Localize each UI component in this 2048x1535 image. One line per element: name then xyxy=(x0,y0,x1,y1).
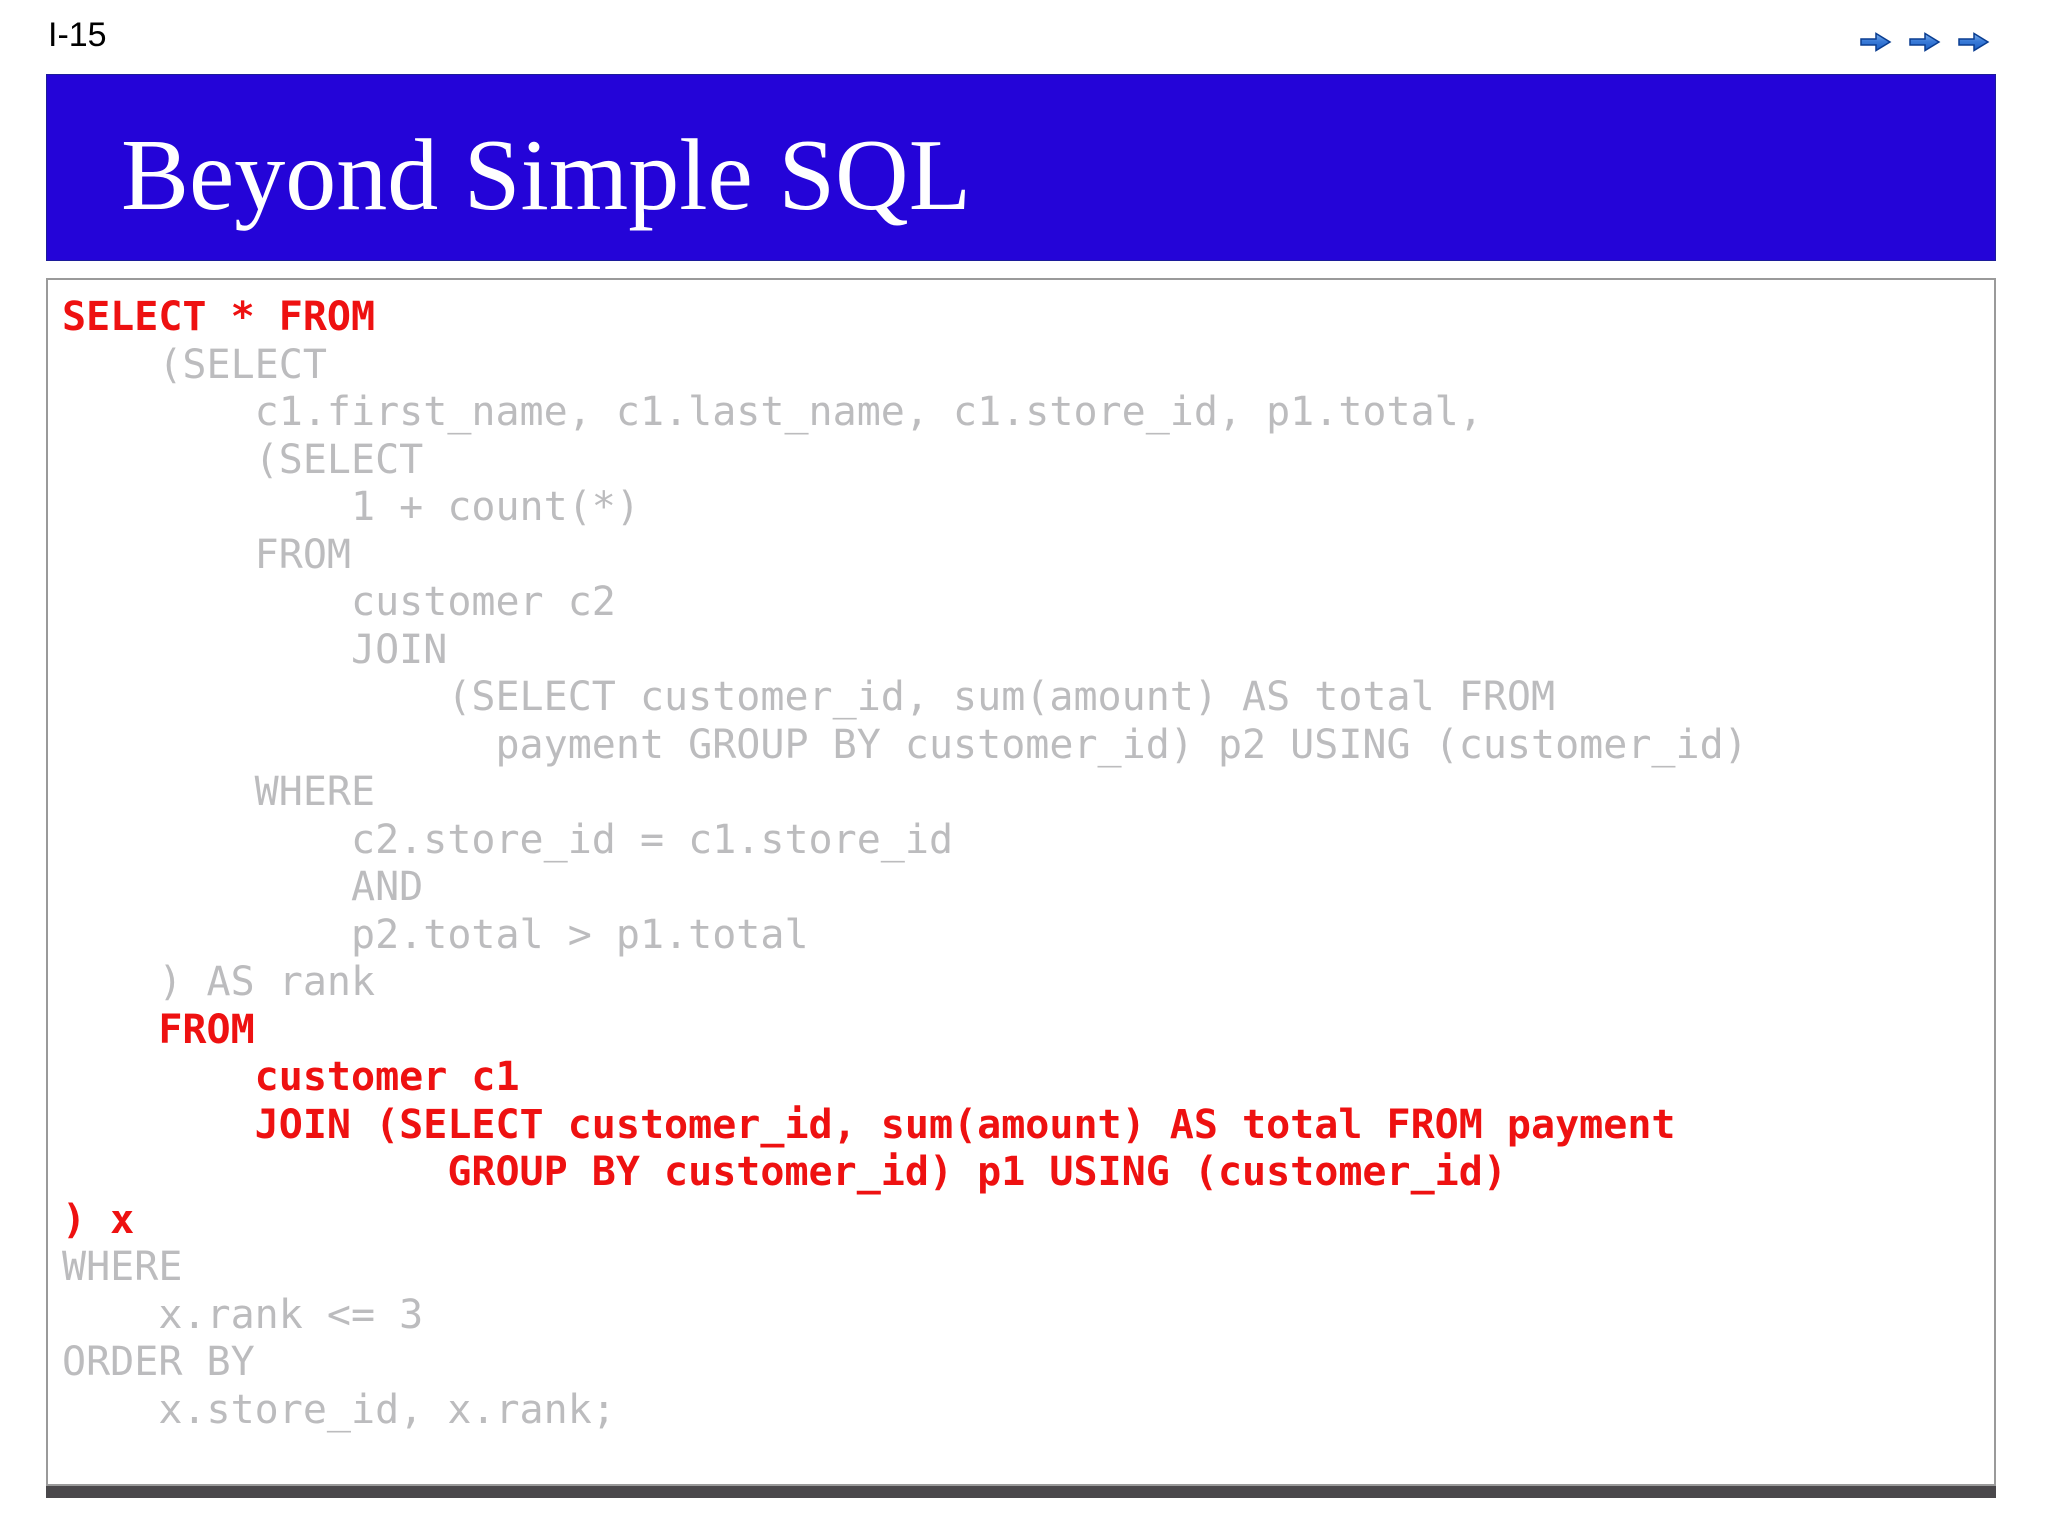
code-line: ) x xyxy=(62,1196,135,1243)
bottom-bar xyxy=(46,1486,1996,1498)
code-line: (SELECT customer_id, sum(amount) AS tota… xyxy=(62,674,1556,720)
slide-title: Beyond Simple SQL xyxy=(121,119,972,232)
code-line: WHERE xyxy=(62,1244,183,1290)
code-line: WHERE xyxy=(62,769,376,815)
code-line: x.store_id, x.rank; xyxy=(62,1386,616,1433)
code-line: AND xyxy=(62,864,424,910)
code-line: SELECT * FROM xyxy=(62,294,376,340)
code-line: JOIN (SELECT customer_id, sum(amount) AS… xyxy=(62,1101,1676,1148)
code-line: ) AS rank xyxy=(62,959,376,1005)
code-line: ORDER BY xyxy=(62,1339,255,1385)
code-line: c2.store_id = c1.store_id xyxy=(62,816,954,863)
code-line: FROM xyxy=(62,531,351,578)
code-line: 1 + count(*) xyxy=(62,484,640,530)
slide-number: I-15 xyxy=(48,16,107,54)
forward-arrow-icon[interactable] xyxy=(1958,32,1990,52)
title-banner: Beyond Simple SQL xyxy=(46,74,1996,261)
code-line: x.rank <= 3 xyxy=(62,1291,424,1338)
forward-arrow-icon[interactable] xyxy=(1860,32,1892,52)
code-line: GROUP BY customer_id) p1 USING (customer… xyxy=(62,1149,1507,1195)
code-line: (SELECT xyxy=(62,341,327,388)
code-line: customer c2 xyxy=(62,579,616,625)
nav-arrows xyxy=(1860,32,1990,52)
code-line: (SELECT xyxy=(62,436,424,483)
code-line: payment GROUP BY customer_id) p2 USING (… xyxy=(62,721,1748,768)
forward-arrow-icon[interactable] xyxy=(1909,32,1941,52)
code-line: FROM xyxy=(62,1006,255,1053)
code-line: p2.total > p1.total xyxy=(62,911,809,958)
code-line: customer c1 xyxy=(62,1054,520,1100)
code-line: JOIN xyxy=(62,626,448,673)
code-line: c1.first_name, c1.last_name, c1.store_id… xyxy=(62,389,1483,435)
sql-code-block: SELECT * FROM (SELECT c1.first_name, c1.… xyxy=(46,278,1996,1486)
